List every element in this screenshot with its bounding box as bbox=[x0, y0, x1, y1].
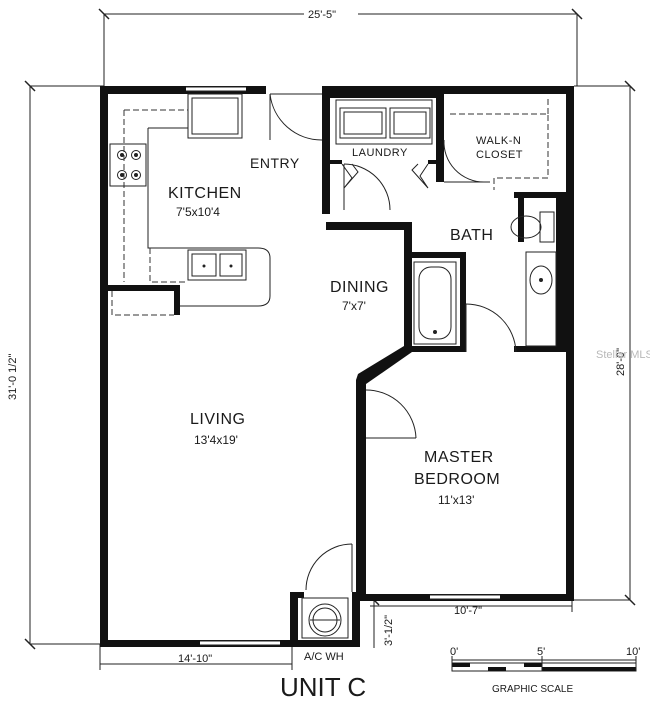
watermark: Stellar MLS bbox=[596, 349, 650, 361]
closet-shelving bbox=[450, 98, 549, 190]
master-label-line1: MASTER bbox=[424, 449, 494, 466]
closet-label-line1: WALK-N bbox=[476, 135, 521, 147]
bottom-offset-dimension: 3'-1/2" bbox=[383, 615, 395, 646]
bath-label: BATH bbox=[450, 227, 493, 244]
dining-size: 7'x7' bbox=[342, 299, 366, 313]
right-height-dimension: 28'-0" bbox=[615, 348, 627, 376]
kitchen-size: 7'5x10'4 bbox=[176, 205, 220, 219]
bottom-left-dimension: 14'-10" bbox=[178, 653, 212, 665]
graphic-scale: 0' 5' 10' GRAPHIC SCALE bbox=[450, 646, 640, 695]
scale-tick-10: 10' bbox=[626, 646, 640, 658]
master-label-line2: BEDROOM bbox=[414, 471, 500, 488]
closet-label-line2: CLOSET bbox=[476, 149, 523, 161]
kitchen-fixtures bbox=[109, 93, 271, 316]
scale-tick-0: 0' bbox=[450, 646, 458, 658]
kitchen-label: KITCHEN bbox=[168, 185, 242, 202]
plan-title: UNIT C bbox=[280, 672, 366, 702]
scale-label: GRAPHIC SCALE bbox=[492, 684, 573, 695]
entry-label: ENTRY bbox=[250, 155, 300, 171]
laundry-label: LAUNDRY bbox=[352, 147, 408, 159]
top-width-dimension: 25'-5" bbox=[308, 9, 336, 21]
left-height-dimension: 31'-0 1/2" bbox=[7, 354, 19, 400]
walls bbox=[100, 86, 574, 647]
bath-fixtures bbox=[413, 211, 557, 347]
living-size: 13'4x19' bbox=[194, 433, 238, 447]
doors bbox=[186, 86, 517, 646]
ac-wh-closet bbox=[301, 597, 349, 639]
ac-wh-label: A/C WH bbox=[304, 651, 344, 663]
dining-label: DINING bbox=[330, 279, 389, 296]
scale-tick-5: 5' bbox=[537, 646, 545, 658]
dimension-lines bbox=[24, 8, 636, 670]
laundry-fixtures bbox=[335, 99, 433, 145]
living-label: LIVING bbox=[190, 411, 245, 428]
bottom-right-dimension: 10'-7" bbox=[454, 605, 482, 617]
master-size: 11'x13' bbox=[438, 493, 474, 507]
